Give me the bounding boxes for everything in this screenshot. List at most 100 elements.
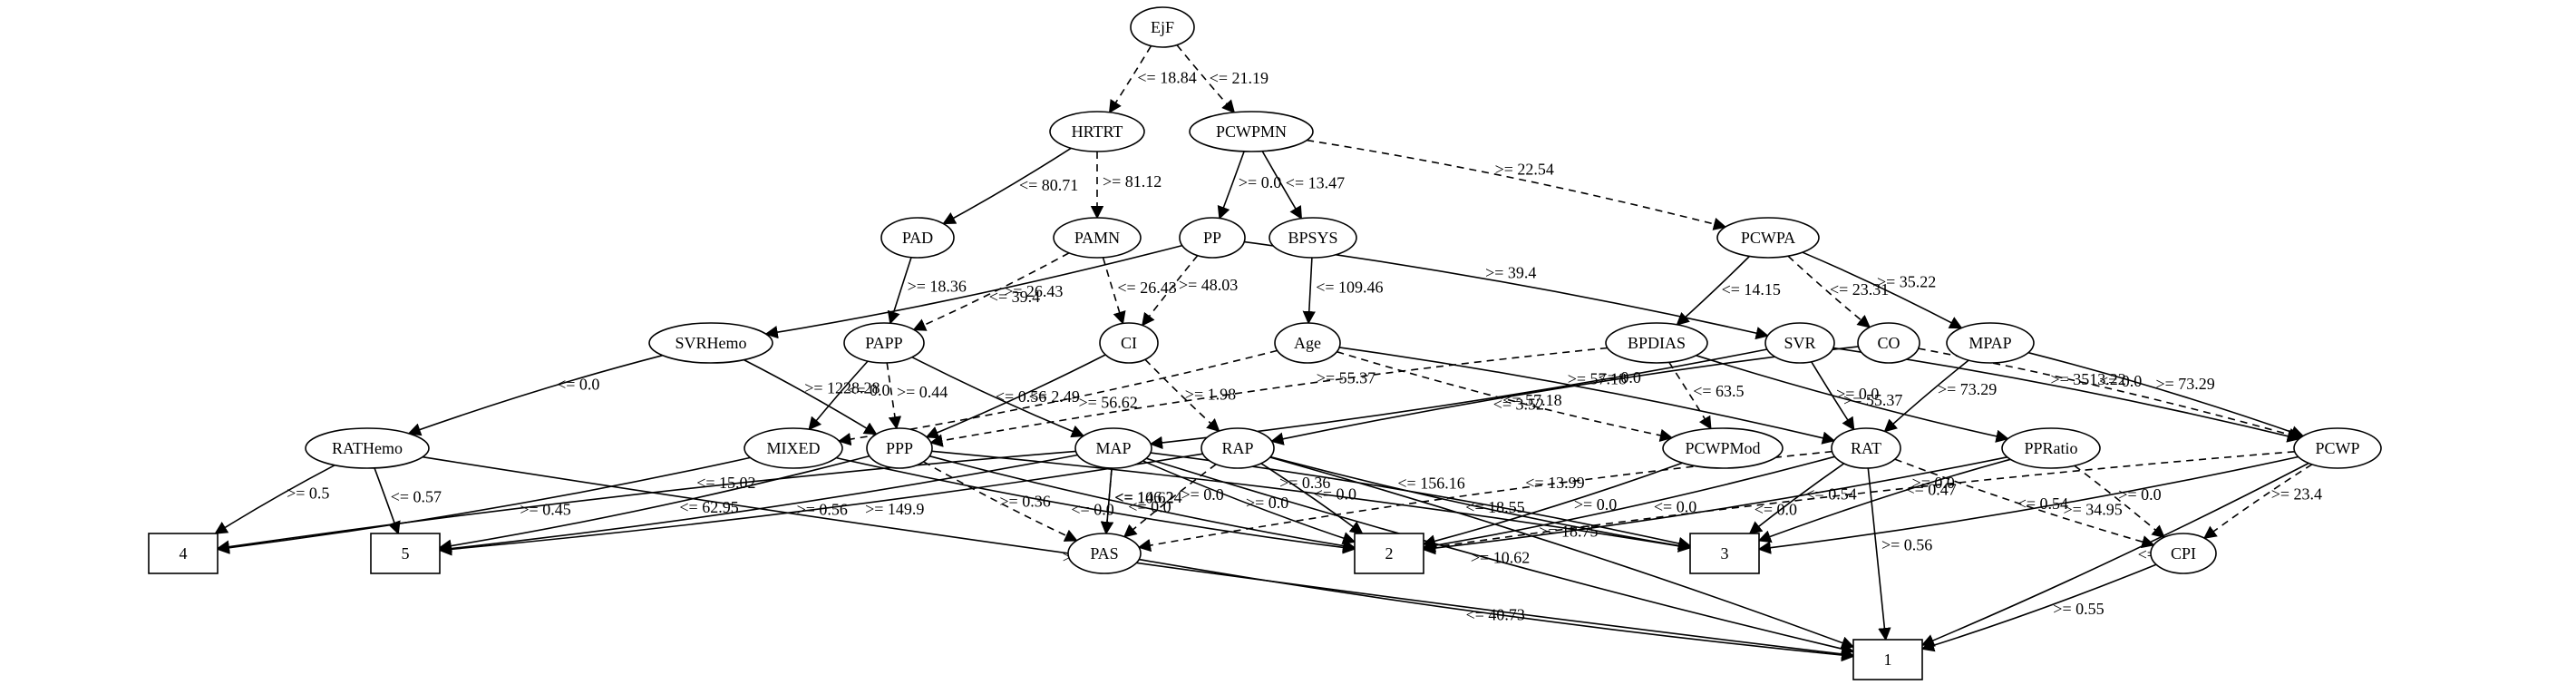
edge-label: >= 22.54 — [1495, 160, 1554, 178]
node-label: 1 — [1884, 651, 1892, 669]
edge-label: <= 0.54 — [1805, 485, 1856, 504]
edge-label: <= 0.47 — [1906, 481, 1957, 499]
edge-label: >= 55.37 — [1317, 368, 1375, 387]
edge-label: >= 34.95 — [2064, 501, 2123, 519]
node-box — [370, 533, 441, 574]
node-cpi: CPI — [2150, 533, 2217, 574]
node-ppp: PPP — [866, 427, 933, 469]
node-ellipse — [1130, 6, 1195, 48]
edge-label: <= 40.73 — [1466, 606, 1525, 624]
node-papp: PAPP — [843, 322, 925, 364]
node-label: SVR — [1784, 334, 1815, 352]
node-ellipse — [1053, 217, 1142, 259]
node-mpap: MPAP — [1946, 322, 2035, 364]
node-ellipse — [1074, 427, 1152, 469]
node-ellipse — [843, 322, 925, 364]
node-bpsys: BPSYS — [1269, 217, 1357, 259]
edge-BPDIAS-to-PPRatio — [1696, 355, 2009, 443]
node-label: BPSYS — [1288, 229, 1337, 247]
node-map: MAP — [1074, 427, 1152, 469]
node-pamn: PAMN — [1053, 217, 1142, 259]
edge-label: <= 26.43 — [1117, 279, 1176, 297]
edge-label: <= 0.0 — [2099, 372, 2142, 390]
edge-MAP-to-L4 — [216, 450, 1076, 553]
edge-RAP-to-L2 — [1260, 463, 1364, 534]
edge-label: <= 15.02 — [696, 474, 755, 492]
node-ellipse — [1662, 427, 1784, 469]
edge-label: >= 39.4 — [1485, 264, 1536, 282]
edge-label: >= 0.0 — [1836, 385, 1879, 403]
node-ellipse — [1067, 533, 1142, 574]
node-ellipse — [1857, 322, 1920, 364]
edge-label: >= 149.9 — [865, 500, 924, 518]
node-label: PPP — [886, 439, 913, 457]
edge-RAT-to-L2 — [1422, 455, 1835, 553]
edge-label: >= 35.22 — [1877, 273, 1936, 291]
node-label: HRTRT — [1072, 122, 1123, 141]
node-ellipse — [2293, 427, 2382, 469]
edge-MIXED-to-L4 — [216, 456, 751, 554]
edge-label: <= 0.0 — [1071, 501, 1113, 519]
edge-PAS-to-L1 — [1139, 558, 1855, 662]
node-pcwpa: PCWPA — [1716, 217, 1820, 259]
node-ellipse — [1605, 322, 1708, 364]
edge-label: <= 18.55 — [1465, 498, 1524, 516]
node-pcwp: PCWP — [2293, 427, 2382, 469]
edge-CPI-to-L1 — [1920, 563, 2157, 652]
node-svr: SVR — [1764, 322, 1835, 364]
edge-CI-to-PPP — [925, 354, 1106, 439]
edge-Age-to-PCWPMod — [1337, 350, 1674, 442]
edge-BPDIAS-to-PCWPMod — [1668, 361, 1712, 430]
node-ellipse — [744, 427, 843, 469]
edge-SVR-to-PCWP — [1832, 347, 2300, 443]
edge-PAD-to-PAPP — [887, 257, 912, 325]
edge-SVRHemo-to-PPP — [744, 358, 878, 435]
edge-label: <= 14.15 — [1722, 280, 1781, 298]
node-box — [1852, 639, 1923, 680]
edge-RAT-to-PAS — [1137, 450, 1832, 553]
node-ellipse — [2150, 533, 2217, 574]
edge-RATHemo-to-L5 — [374, 467, 401, 535]
edge-label: >= 0.0 — [2118, 485, 2161, 504]
edge-label: <= 146.24 — [1114, 488, 1181, 506]
node-label: SVRHemo — [675, 334, 746, 352]
edge-PCWPMN-to-PP — [1217, 151, 1245, 220]
node-label: 2 — [1385, 544, 1394, 563]
leaf-node-2: 2 — [1354, 533, 1424, 574]
edge-label: <= 63.5 — [1693, 382, 1744, 400]
node-label: RAT — [1851, 439, 1881, 457]
node-label: PP — [1203, 229, 1221, 247]
node-box — [1689, 533, 1760, 574]
node-ellipse — [1189, 111, 1314, 152]
edge-label: >= 56.62 — [1079, 393, 1138, 411]
node-bpdias: BPDIAS — [1605, 322, 1708, 364]
node-label: MPAP — [1968, 334, 2011, 352]
edge-label: <= 156.16 — [1397, 474, 1464, 492]
edge-label: >= 1228.28 — [804, 379, 880, 397]
edge-label: <= 0.0 — [1128, 498, 1171, 516]
leaf-node-4: 4 — [148, 533, 219, 574]
node-co: CO — [1857, 322, 1920, 364]
node-label: CI — [1121, 334, 1137, 352]
edge-label: >= 0.55 — [2053, 600, 2104, 618]
node-ellipse — [305, 427, 430, 469]
node-pp: PP — [1179, 217, 1246, 259]
edge-CI-to-RAP — [1144, 358, 1220, 433]
node-label: PAD — [902, 229, 933, 247]
node-mixed: MIXED — [744, 427, 843, 469]
edge-label: <= 0.0 — [1314, 484, 1356, 503]
node-ellipse — [2001, 427, 2101, 469]
edge-label: >= 0.0 — [1246, 494, 1288, 512]
edge-PCWP-to-CPI — [2202, 464, 2313, 539]
node-pcwpmod: PCWPMod — [1662, 427, 1784, 469]
node-ppratio: PPRatio — [2001, 427, 2101, 469]
edge-label: >= 0.0 — [1181, 485, 1224, 504]
edge-label: <= 13.47 — [1286, 173, 1345, 191]
edge-label: >= 0.56 — [1881, 536, 1932, 554]
edge-Age-to-RAT — [1338, 347, 1836, 445]
edge-PCWPA-to-BPDIAS — [1676, 255, 1750, 326]
node-ellipse — [866, 427, 933, 469]
node-label: PCWPMN — [1216, 122, 1287, 141]
edge-PAMN-to-PAPP — [912, 252, 1070, 331]
